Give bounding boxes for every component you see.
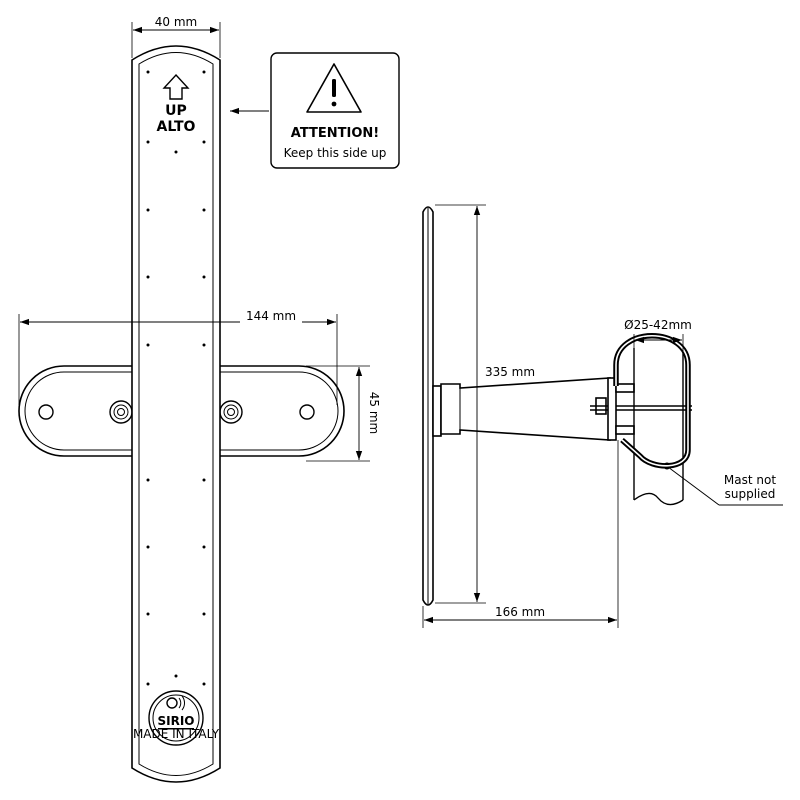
dim-width-top-text: 40 mm <box>155 15 197 29</box>
made-in-label: MADE IN ITALY <box>133 727 220 741</box>
u-bolt-clamp <box>613 333 691 469</box>
dim-mast-diameter-text: Ø25-42mm <box>624 318 692 332</box>
dim-bracket-height-text: 45 mm <box>367 392 381 434</box>
mounting-arm <box>432 377 692 441</box>
up-label: UP <box>165 103 187 119</box>
dim-mast-diameter: Ø25-42mm <box>624 318 692 360</box>
mast <box>633 348 684 506</box>
brand-label: SIRIO <box>157 714 194 728</box>
antenna-panel: UP ALTO SIRIO MADE IN ITALY <box>131 45 221 783</box>
attention-subtitle: Keep this side up <box>284 146 387 160</box>
dim-depth: 166 mm <box>422 440 619 628</box>
front-view: UP ALTO SIRIO MADE IN ITALY 40 mm <box>18 15 400 783</box>
mast-note: Mast not supplied <box>667 466 783 506</box>
dim-height: 335 mm <box>435 204 536 604</box>
dim-bracket-length-text: 144 mm <box>246 309 296 323</box>
panel-side <box>422 206 434 606</box>
dim-bracket-length: 144 mm <box>18 309 338 405</box>
dim-height-text: 335 mm <box>485 365 535 379</box>
bracket-hole-right <box>299 404 315 420</box>
attention-label: ATTENTION! Keep this side up <box>270 52 400 169</box>
sirio-logo-icon: SIRIO MADE IN ITALY <box>133 690 220 746</box>
up-arrow-icon <box>162 73 190 100</box>
alto-label: ALTO <box>157 119 196 135</box>
rivet-dots <box>146 70 206 686</box>
dim-depth-text: 166 mm <box>495 605 545 619</box>
bracket-hole-left <box>38 404 54 420</box>
dim-width-top: 40 mm <box>131 15 221 58</box>
attention-title: ATTENTION! <box>291 126 379 141</box>
mast-note-line1: Mast not <box>724 473 776 487</box>
side-view: 335 mm 166 mm Ø25-42mm Mast not supplied <box>422 204 783 628</box>
mast-note-line2: supplied <box>725 487 776 501</box>
dim-bracket-height: 45 mm <box>306 365 381 462</box>
bolt-right <box>219 400 243 424</box>
